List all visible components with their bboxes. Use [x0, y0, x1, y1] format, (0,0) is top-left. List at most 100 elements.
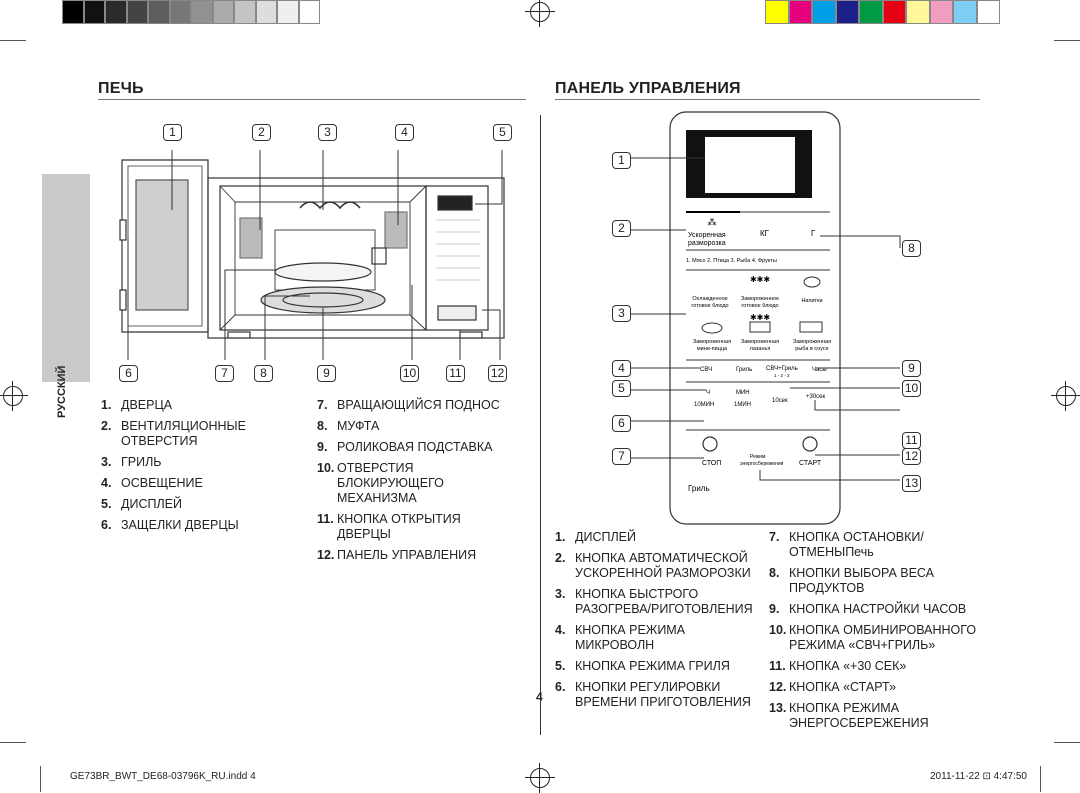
footer-timestamp: 2011-11-22 ⊡ 4:47:50 [930, 771, 1027, 782]
footer-file-name: GE73BR_BWT_DE68-03796K_RU.indd 4 [70, 771, 256, 782]
item-number: 8. [317, 419, 328, 433]
item-number: 10. [317, 461, 335, 475]
panel-button-item: 9.КНОПКА НАСТРОЙКИ ЧАСОВ [769, 602, 984, 617]
oven-callout-10: 10 [400, 365, 419, 382]
item-text: ВРАЩАЮЩИЙСЯ ПОДНОС [337, 398, 500, 412]
item-number: 8. [769, 566, 780, 580]
registration-mark-left [0, 381, 28, 411]
minute-label: МИН [736, 390, 750, 396]
color-swatch [882, 0, 906, 24]
color-swatch [788, 0, 812, 24]
color-swatch [976, 0, 1000, 24]
item-text: ПАНЕЛЬ УПРАВЛЕНИЯ [337, 548, 477, 562]
color-swatch [765, 0, 789, 24]
chilled-label: Охлажденное [692, 296, 727, 302]
panel-button-item: 4.КНОПКА РЕЖИМА МИКРОВОЛН [555, 623, 760, 653]
item-text: КНОПКИ ВЫБОРА ВЕСА ПРОДУКТОВ [789, 566, 935, 595]
panel-callout-5: 5 [612, 380, 631, 397]
oven-heading: ПЕЧЬ [98, 80, 144, 97]
page-number: 4 [536, 690, 543, 704]
item-text: ЗАЩЕЛКИ ДВЕРЦЫ [121, 518, 239, 532]
item-text: КНОПКА РЕЖИМА ГРИЛЯ [575, 659, 730, 673]
panel-callout-6: 6 [612, 415, 631, 432]
crop-mark [1040, 766, 1041, 792]
defrost-items: 1. Мясо 2. Птица 3. Рыба 4. Фрукты [686, 258, 777, 264]
oven-diagram [119, 150, 505, 360]
panel-button-item: 7.КНОПКА ОСТАНОВКИ/ ОТМЕНЫПечь [769, 530, 984, 560]
drinks-label: Напитки [801, 298, 822, 304]
10min-label: 10МИН [694, 402, 714, 408]
color-swatch [929, 0, 953, 24]
panel-callout-10: 10 [902, 380, 921, 397]
panel-callout-8: 8 [902, 240, 921, 257]
item-text: ГРИЛЬ [121, 455, 162, 469]
control-panel-diagram: ⁂ Ускоренная разморозка КГ Г 1. Мясо 2. … [630, 111, 901, 525]
crop-mark [1054, 742, 1080, 743]
gray-swatch [105, 0, 127, 24]
panel-callout-9: 9 [902, 360, 921, 377]
item-text: ОСВЕЩЕНИЕ [121, 476, 203, 490]
gray-swatch [148, 0, 170, 24]
eco-label: Режим [750, 454, 766, 460]
gray-swatch [277, 0, 299, 24]
panel-buttons-list-2: 7.КНОПКА ОСТАНОВКИ/ ОТМЕНЫПечь 8. КНОПКИ В… [769, 530, 984, 737]
item-number: 4. [555, 623, 566, 637]
svg-text:✱✱✱: ✱✱✱ [750, 313, 770, 322]
panel-button-item: 6.КНОПКИ РЕГУЛИРОВКИ ВРЕМЕНИ ПРИГОТОВЛЕН… [555, 680, 760, 710]
grill-label: Гриль [736, 367, 752, 373]
start-label: СТАРТ [799, 460, 822, 467]
oven-callout-5: 5 [493, 124, 512, 141]
color-swatch [953, 0, 977, 24]
panel-button-item: 1.ДИСПЛЕЙ [555, 530, 760, 545]
panel-button-item: 2.КНОПКА АВТОМАТИЧЕСКОЙ УСКОРЕННОЙ РАЗМО… [555, 551, 760, 581]
gray-swatch [83, 0, 105, 24]
chilled-label-2: готовое блюдо [691, 303, 728, 309]
item-number: 2. [101, 419, 112, 433]
language-tab: РУССКИЙ [42, 174, 90, 418]
item-text: КНОПКА «СТАРТ» [789, 680, 897, 694]
oven-part-item: 10.ОТВЕРСТИЯ БЛОКИРУЮЩЕГО МЕХАНИЗМА [317, 461, 517, 506]
item-text: КНОПКА АВТОМАТИЧЕСКОЙ УСКОРЕННОЙ РАЗМОРО… [575, 551, 751, 580]
item-text: КНОПКА ОСТАНОВКИ/ ОТМЕНЫПечь [789, 530, 924, 559]
oven-callout-12: 12 [488, 365, 507, 382]
panel-callout-7: 7 [612, 448, 631, 465]
lasagna-label: Замороженная [741, 339, 779, 345]
grill-bottom-label: Гриль [688, 484, 710, 493]
oven-callout-8: 8 [254, 365, 273, 382]
item-number: 4. [101, 476, 112, 490]
item-text: ДВЕРЦА [121, 398, 173, 412]
panel-callout-4: 4 [612, 360, 631, 377]
item-number: 10. [769, 623, 787, 637]
panel-button-item: 12.КНОПКА «СТАРТ» [769, 680, 984, 695]
oven-part-item: 7.ВРАЩАЮЩИЙСЯ ПОДНОС [317, 398, 517, 413]
gray-swatch [298, 0, 320, 24]
pizza-label-2: мини-пицца [697, 346, 728, 352]
lasagna-label-2: лазанья [750, 346, 771, 352]
gray-swatch [126, 0, 148, 24]
combo-sub-label: 1 - 2 - 3 [774, 373, 790, 378]
item-number: 6. [101, 518, 112, 532]
language-tab-label: РУССКИЙ [56, 365, 68, 418]
defrost-label-2: разморозка [688, 240, 726, 247]
oven-part-item: 8.МУФТА [317, 419, 517, 434]
item-number: 3. [555, 587, 566, 601]
oven-part-item: 6. ЗАЩЕЛКИ ДВЕРЦЫ [101, 518, 281, 533]
crop-mark [1054, 40, 1080, 41]
oven-callout-2: 2 [252, 124, 271, 141]
pizza-label: Замороженная [693, 339, 731, 345]
clock-label: Часы [812, 367, 827, 373]
item-text: ДИСПЛЕЙ [575, 530, 636, 544]
item-number: 9. [769, 602, 780, 616]
color-swatch [859, 0, 883, 24]
panel-buttons-list-1: 1.ДИСПЛЕЙ 2.КНОПКА АВТОМАТИЧЕСКОЙ УСКОРЕН… [555, 530, 760, 716]
item-number: 12. [769, 680, 787, 694]
panel-button-item: 10.КНОПКА ОМБИНИРОВАННОГО РЕЖИМА «СВЧ+ГР… [769, 623, 984, 653]
frozen-label: Замороженное [741, 296, 779, 302]
item-text: ВЕНТИЛЯЦИОННЫЕ ОТВЕРСТИЯ [121, 419, 246, 448]
combo-label: СВЧ+Гриль [766, 366, 798, 372]
gray-swatch [255, 0, 277, 24]
eco-label-2: энергосбережения [740, 461, 784, 467]
panel-callout-1: 1 [612, 152, 631, 169]
